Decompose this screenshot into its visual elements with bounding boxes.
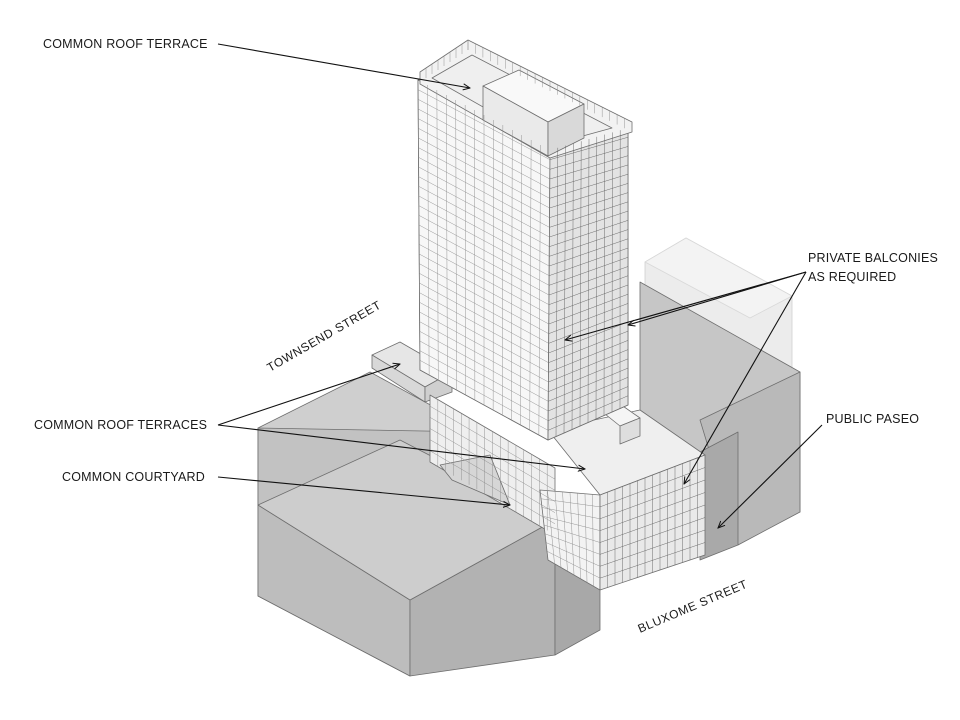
leader-balconies-2 xyxy=(628,271,807,325)
leader-balconies-3 xyxy=(684,271,807,484)
facade-line xyxy=(511,129,513,421)
facade-line xyxy=(579,141,582,427)
label-common-roof-terraces: COMMON ROOF TERRACES xyxy=(34,418,207,432)
label-townsend-street: TOWNSEND STREET xyxy=(265,298,384,375)
label-private-balconies-1: PRIVATE BALCONIES xyxy=(808,251,938,265)
label-common-courtyard: COMMON COURTYARD xyxy=(62,470,205,484)
leader-roof-terraces-1 xyxy=(217,364,400,426)
facade-line xyxy=(555,147,559,437)
facade-line xyxy=(554,491,562,568)
label-common-roof-terrace: COMMON ROOF TERRACE xyxy=(43,37,208,51)
facade-grid xyxy=(417,40,706,588)
label-public-paseo: PUBLIC PASEO xyxy=(826,412,919,426)
facade-line xyxy=(571,143,574,430)
facade-line xyxy=(464,104,466,396)
facade-line xyxy=(584,493,588,583)
facade-line xyxy=(592,494,594,587)
facade-line xyxy=(436,89,439,381)
facade-line xyxy=(520,134,522,426)
facade-line xyxy=(569,492,575,576)
facade-line xyxy=(538,144,541,436)
leader-courtyard xyxy=(217,476,510,505)
facade-line xyxy=(595,136,598,420)
facade-line xyxy=(427,84,430,376)
facade-line xyxy=(603,134,605,416)
leader-lines xyxy=(217,43,823,528)
label-bluxome-street: BLUXOME STREET xyxy=(636,577,750,636)
facade-line xyxy=(562,491,568,572)
context-block-left xyxy=(257,371,601,677)
label-private-balconies-2: AS REQUIRED xyxy=(808,270,896,284)
facade-line xyxy=(563,145,566,434)
facade-line xyxy=(587,138,590,423)
facade-line xyxy=(502,124,504,416)
facade-line xyxy=(547,490,555,564)
facade-line xyxy=(455,99,457,391)
facade-line xyxy=(446,94,448,386)
facade-line xyxy=(529,139,532,431)
leader-roof-terrace xyxy=(217,43,470,88)
tower xyxy=(417,39,633,441)
leader-roof-terraces-2 xyxy=(217,424,585,469)
facade-line xyxy=(577,493,581,579)
leader-paseo xyxy=(718,424,823,528)
leader-balconies-1 xyxy=(565,271,807,340)
